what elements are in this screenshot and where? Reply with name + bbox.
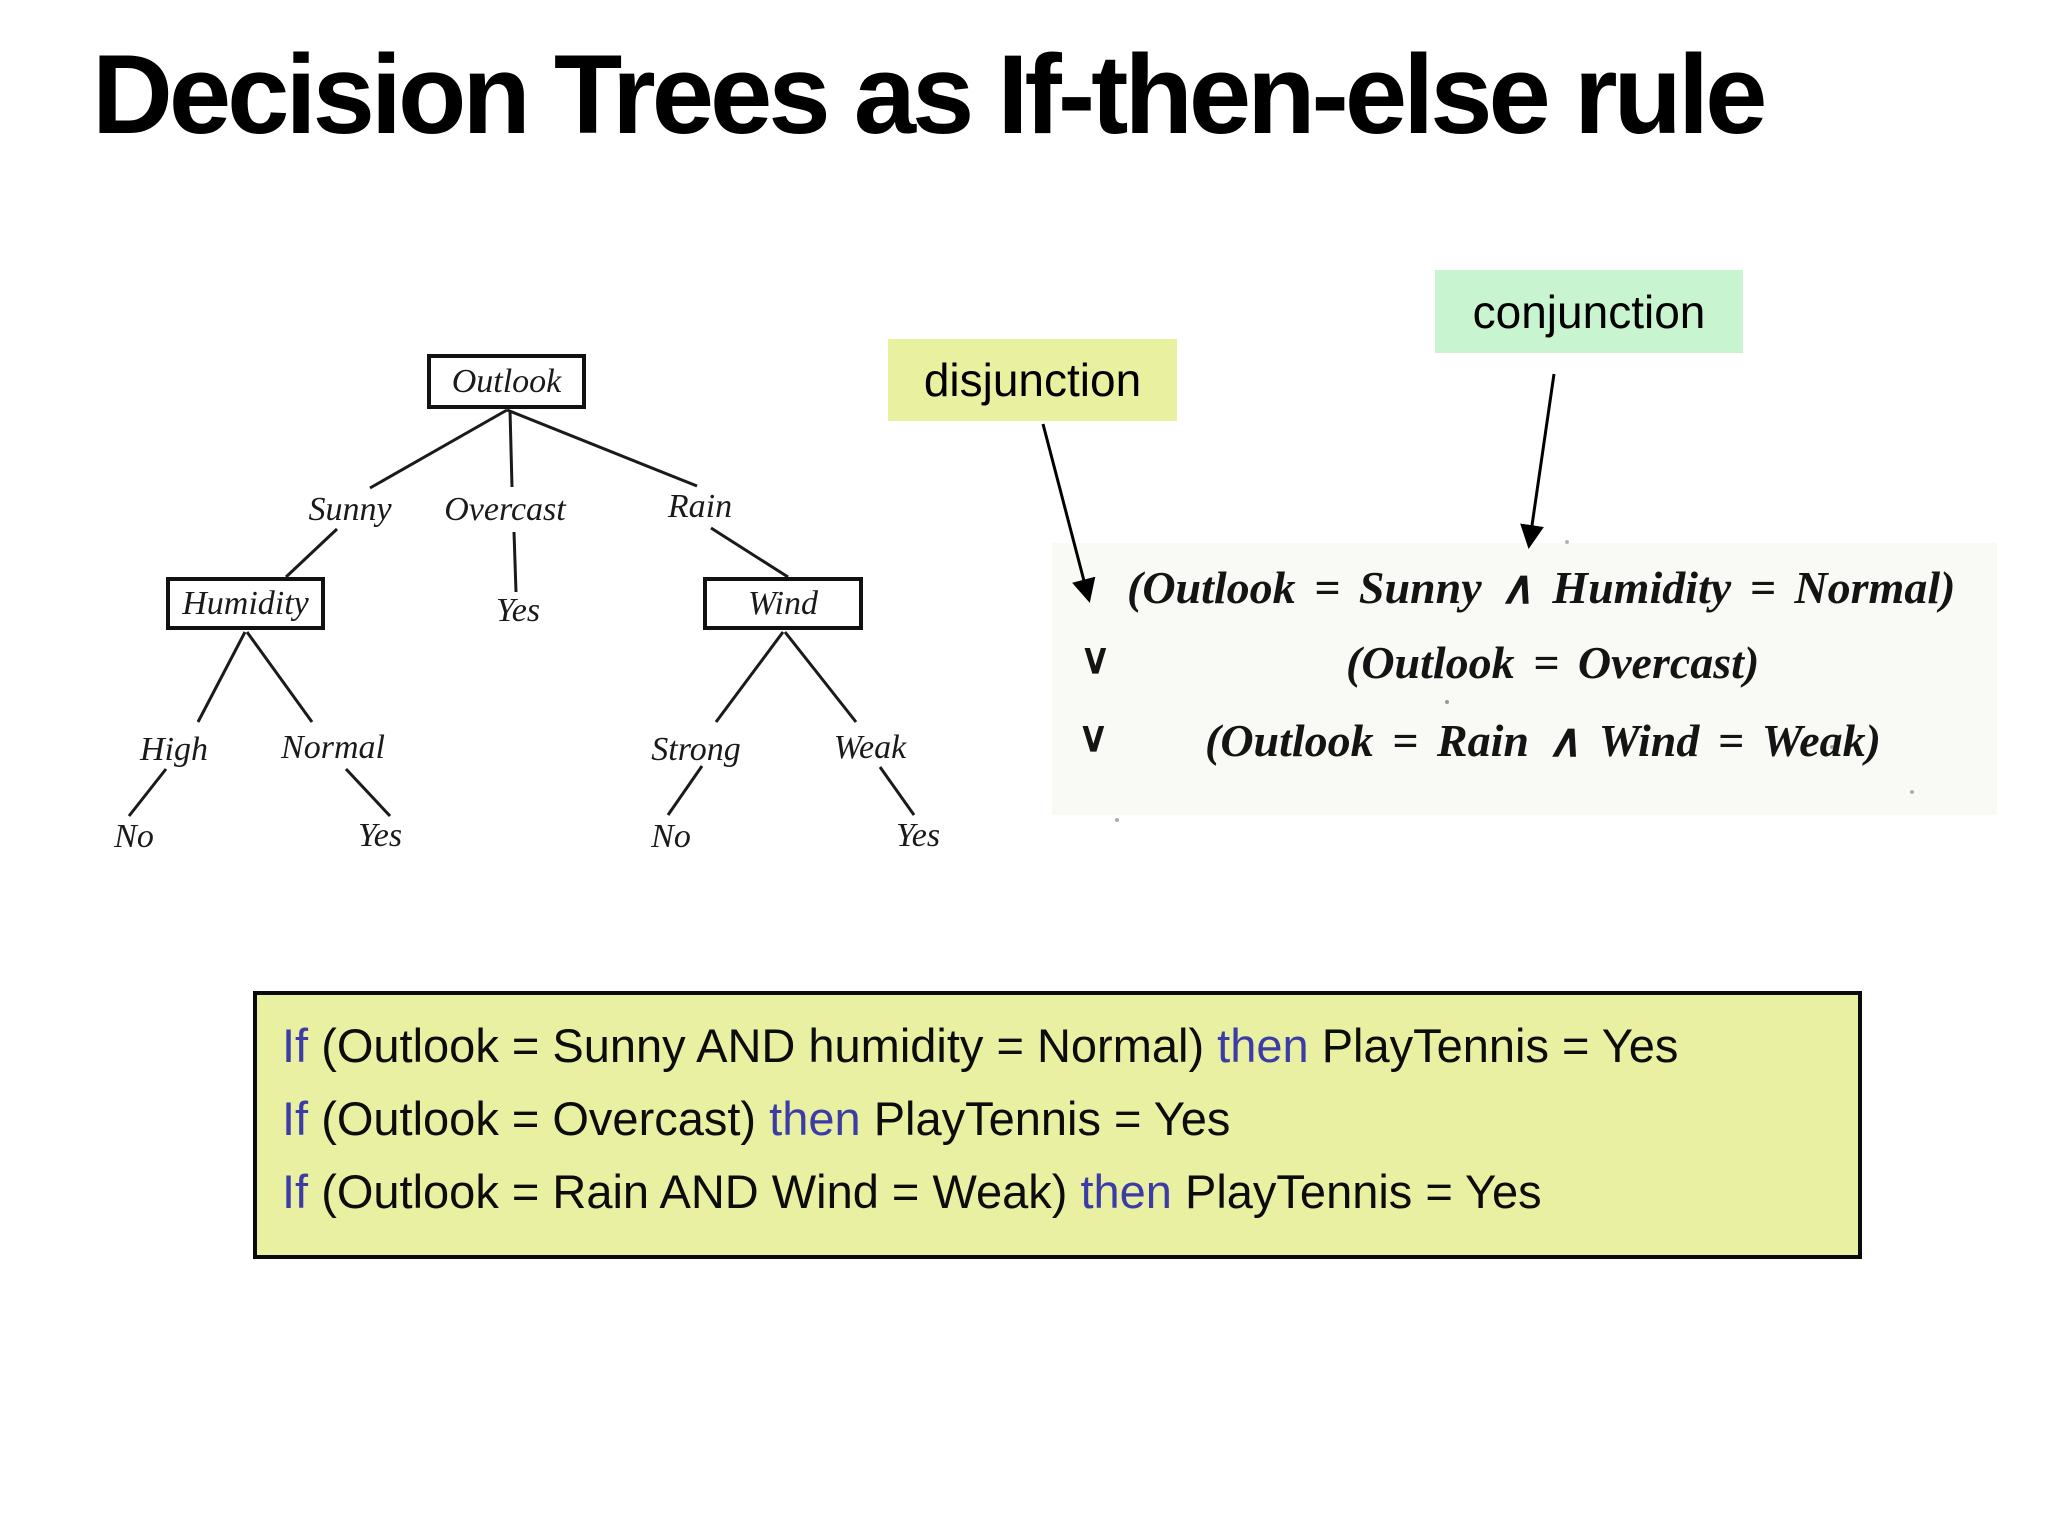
tree-node-wind-label: Wind [748, 584, 818, 622]
formula-scan-background [1052, 543, 1997, 815]
branch-label-weak: Weak [833, 729, 907, 766]
edge-weak-yes [878, 766, 916, 816]
edge-wind-weak [783, 631, 858, 723]
conjunction-callout: conjunction [1435, 270, 1743, 353]
tree-node-outlook-label: Outlook [451, 362, 562, 400]
tree-node-humidity: Humidity [166, 577, 325, 630]
branch-label-overcast: Overcast [444, 491, 566, 528]
or-symbol: ∨ [1078, 715, 1109, 761]
branch-label-sunny: Sunny [308, 491, 392, 528]
edge-normal-yes [344, 767, 392, 818]
leaf-label-no-high: No [114, 818, 154, 855]
if-keyword: If [282, 1092, 309, 1145]
rule-result: PlayTennis = Yes [1185, 1165, 1542, 1218]
or-symbol: ∨ [1080, 637, 1111, 683]
disjunction-callout: disjunction [888, 339, 1177, 421]
then-keyword: then [769, 1092, 861, 1145]
edge-strong-no [666, 765, 704, 816]
leaf-label-no-strong: No [651, 818, 691, 855]
rule-condition: (Outlook = Overcast) [321, 1092, 757, 1145]
disjunction-callout-label: disjunction [923, 354, 1142, 406]
disjunction-arrow [1041, 423, 1096, 603]
then-keyword: then [1080, 1165, 1172, 1218]
edge-overcast-yes [512, 531, 518, 593]
edge-outlook-overcast [508, 409, 514, 488]
rule-condition: (Outlook = Sunny AND humidity = Normal) [321, 1019, 1205, 1072]
tree-node-outlook: Outlook [427, 354, 586, 409]
scan-noise-specks [1445, 700, 1449, 704]
edge-outlook-rain [506, 408, 698, 488]
conjunction-arrow [1520, 373, 1556, 549]
branch-label-normal: Normal [281, 729, 385, 766]
then-keyword: then [1217, 1019, 1309, 1072]
rule-condition: (Outlook = Rain AND Wind = Weak) [321, 1165, 1068, 1218]
formula-line-1: (Outlook = Sunny ∧ Humidity = Normal) [1127, 562, 1956, 613]
formula-line-3: (Outlook = Rain ∧ Wind = Weak) [1205, 715, 1881, 766]
rule-line-2: If (Outlook = Overcast) then PlayTennis … [282, 1082, 1858, 1155]
branch-label-strong: Strong [651, 731, 741, 768]
tree-node-wind: Wind [703, 577, 863, 630]
edge-rain-wind [710, 526, 789, 579]
edge-high-no [127, 768, 168, 817]
edge-humidity-normal [245, 631, 314, 723]
branch-label-high: High [140, 731, 208, 768]
rule-result: PlayTennis = Yes [873, 1092, 1231, 1145]
rules-box: If (Outlook = Sunny AND humidity = Norma… [253, 991, 1862, 1259]
leaf-label-yes-weak: Yes [895, 817, 941, 854]
page-title: Decision Trees as If-then-else rule [92, 32, 1767, 157]
rule-result: PlayTennis = Yes [1321, 1019, 1679, 1072]
leaf-label-yes-normal: Yes [357, 817, 403, 854]
rule-line-1: If (Outlook = Sunny AND humidity = Norma… [282, 1009, 1858, 1082]
branch-label-rain: Rain [667, 488, 733, 525]
edge-sunny-humidity [284, 527, 339, 579]
formula-line-2: (Outlook = Overcast) [1346, 637, 1760, 688]
rule-line-3: If (Outlook = Rain AND Wind = Weak) then… [282, 1155, 1858, 1228]
edge-humidity-high [196, 631, 247, 723]
tree-node-humidity-label: Humidity [182, 584, 309, 622]
if-keyword: If [282, 1019, 309, 1072]
if-keyword: If [282, 1165, 309, 1218]
edge-wind-strong [714, 631, 785, 723]
leaf-label-yes-overcast: Yes [495, 592, 541, 629]
conjunction-callout-label: conjunction [1472, 285, 1706, 338]
edge-outlook-sunny [369, 408, 508, 490]
